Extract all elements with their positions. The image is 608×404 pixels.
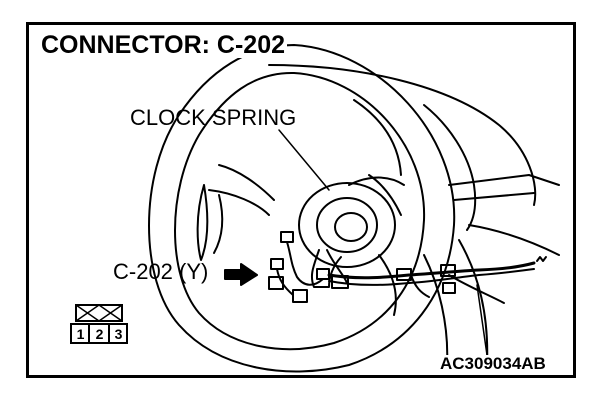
connector-c202-label: C-202 (Y) (113, 259, 209, 284)
pin-3: 3 (114, 326, 123, 342)
pin-1: 1 (76, 326, 85, 342)
figure-code: AC309034AB (439, 354, 547, 373)
diagram-frame: CONNECTOR: C-202 CLOCK SPRING C-202 (Y) … (26, 22, 576, 378)
clock-spring-label: CLOCK SPRING (130, 105, 297, 130)
pin-2: 2 (95, 326, 104, 342)
steering-wheel-illustration (148, 44, 560, 373)
connector-face-icon (70, 304, 128, 344)
connector-pin-diagram: 1 2 3 (68, 303, 130, 345)
connector-title: CONNECTOR: C-202 (39, 31, 288, 59)
